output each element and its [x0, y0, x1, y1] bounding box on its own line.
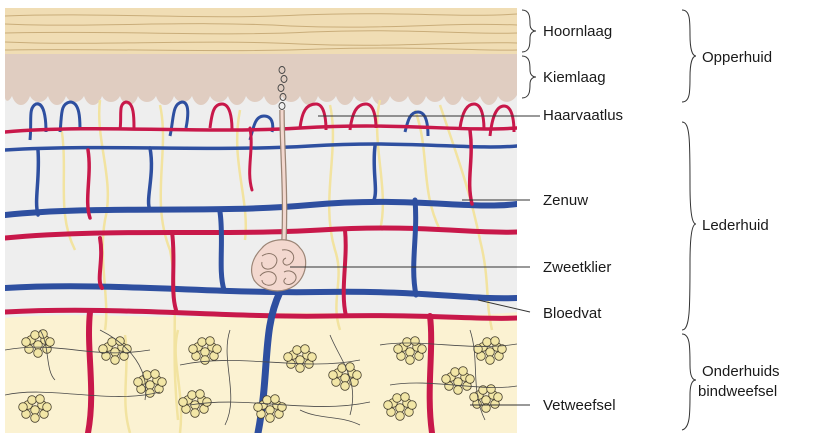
fat-cell	[31, 331, 40, 340]
fat-cell	[278, 403, 287, 412]
fat-cell	[46, 338, 55, 347]
fat-cell	[31, 414, 40, 423]
small-braces	[522, 10, 536, 98]
fat-cell	[308, 353, 317, 362]
fat-cell	[451, 368, 460, 377]
fat-cell	[494, 393, 503, 402]
fat-cell	[116, 337, 125, 346]
fat-cell	[271, 395, 280, 404]
fat-cell	[491, 337, 500, 346]
fat-cell	[394, 345, 403, 354]
fat-cell	[213, 345, 222, 354]
fat-cell	[196, 390, 205, 399]
brace-kiemlaag	[522, 56, 536, 98]
label-bindweefsel: bindweefsel	[698, 383, 777, 400]
label-kiemlaag: Kiemlaag	[543, 69, 606, 86]
fat-cell	[206, 337, 215, 346]
fat-cell	[396, 412, 405, 421]
fat-cell	[406, 356, 415, 365]
fat-cell	[403, 338, 412, 347]
label-zenuw: Zenuw	[543, 192, 588, 209]
tissue-illustration	[5, 8, 517, 433]
fat-cell	[198, 338, 207, 347]
fat-cell	[151, 370, 160, 379]
fat-cell	[111, 356, 120, 365]
brace-lederhuid	[682, 122, 696, 330]
fat-cell	[408, 401, 417, 410]
fat-cell	[353, 371, 362, 380]
fat-cell	[201, 356, 210, 365]
fat-cell	[266, 414, 275, 423]
label-vetweefsel: Vetweefsel	[543, 397, 616, 414]
fat-cell	[34, 349, 43, 358]
label-haarvaatlus: Haarvaatlus	[543, 107, 623, 124]
fat-cell	[474, 345, 483, 354]
fat-cell	[296, 364, 305, 373]
brace-hoornlaag	[522, 10, 536, 52]
label-zweetklier: Zweetklier	[543, 259, 611, 276]
brace-opperhuid	[682, 10, 696, 102]
fat-cell	[486, 356, 495, 365]
label-lederhuid: Lederhuid	[702, 217, 769, 234]
fat-cell	[36, 395, 45, 404]
label-hoornlaag: Hoornlaag	[543, 23, 612, 40]
fat-cell	[254, 403, 263, 412]
fat-cell	[179, 398, 188, 407]
fat-cell	[134, 378, 143, 387]
fat-cell	[203, 398, 212, 407]
fat-cell	[341, 382, 350, 391]
fat-cell	[158, 378, 167, 387]
fat-cell	[459, 367, 468, 376]
fat-cell	[418, 345, 427, 354]
kiemlaag-layer	[5, 52, 517, 105]
label-opperhuid: Opperhuid	[702, 49, 772, 66]
fat-cell	[263, 396, 272, 405]
label-bloedvat: Bloedvat	[543, 305, 602, 322]
large-braces	[682, 10, 696, 430]
fat-cell	[329, 371, 338, 380]
fat-cell	[191, 409, 200, 418]
fat-cell	[466, 375, 475, 384]
fat-cell	[483, 338, 492, 347]
label-onderhuids: Onderhuids	[702, 363, 780, 380]
fat-cell	[19, 403, 28, 412]
fat-cell	[393, 394, 402, 403]
fat-cell	[146, 389, 155, 398]
fat-cell	[384, 401, 393, 410]
fat-cell	[301, 345, 310, 354]
fat-cell	[43, 403, 52, 412]
fat-cell	[411, 337, 420, 346]
fat-cell	[454, 386, 463, 395]
fat-cell	[442, 375, 451, 384]
fat-cell	[284, 353, 293, 362]
fat-cell	[188, 391, 197, 400]
brace-onderhuids	[682, 334, 696, 430]
fat-cell	[28, 396, 37, 405]
fat-cell	[189, 345, 198, 354]
fat-cell	[487, 385, 496, 394]
fat-cell	[401, 393, 410, 402]
fat-cell	[22, 338, 31, 347]
fat-cell	[293, 346, 302, 355]
